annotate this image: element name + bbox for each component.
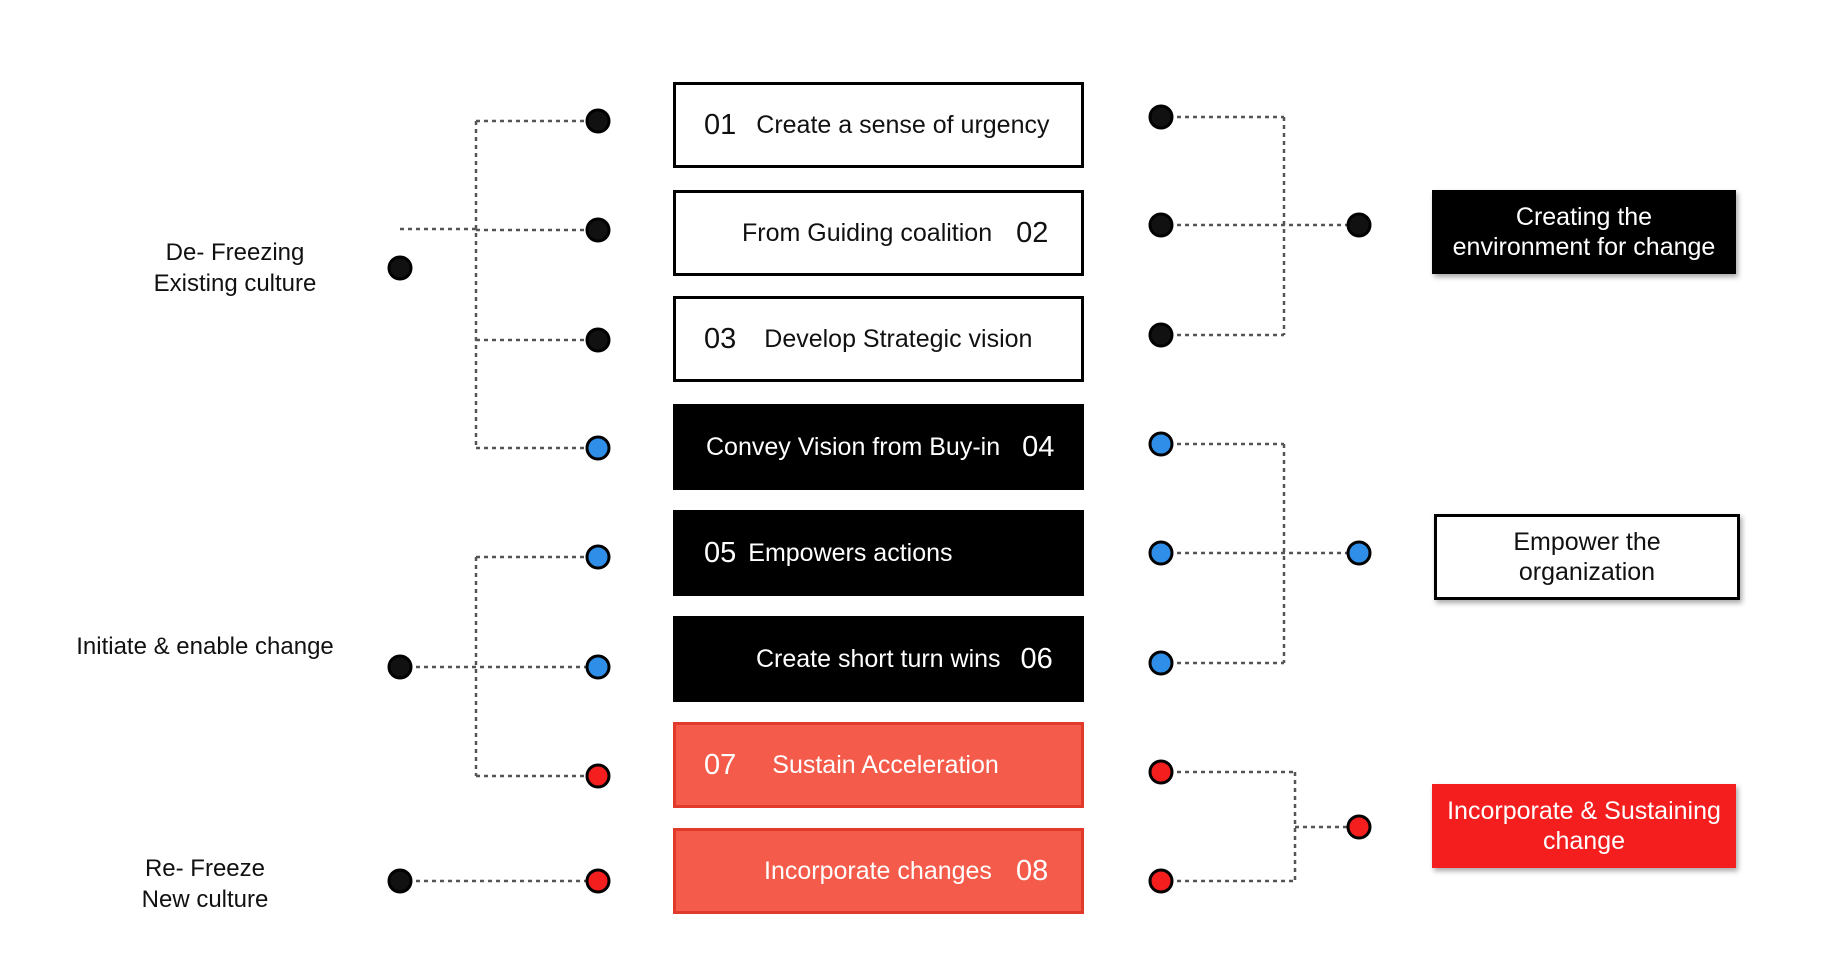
right-node-04 xyxy=(1148,431,1174,457)
group-node-environment xyxy=(1346,212,1372,238)
step-box-04: Convey Vision from Buy-in 04 xyxy=(673,404,1084,490)
step-number-06: 06 xyxy=(1020,642,1053,675)
step-box-02: From Guiding coalition 02 xyxy=(673,190,1084,276)
phase-label-initiate-line1: Initiate & enable change xyxy=(76,633,334,660)
left-node-01 xyxy=(585,108,611,134)
phase-label-defreeze: De- Freezing Existing culture xyxy=(120,237,350,299)
phase-label-refreeze-line2: New culture xyxy=(141,886,269,913)
step-number-07: 07 xyxy=(704,748,737,781)
left-node-05 xyxy=(585,544,611,570)
step-box-03: 03 Develop Strategic vision xyxy=(673,296,1084,382)
left-node-02 xyxy=(585,217,611,243)
right-node-02 xyxy=(1148,212,1174,238)
phase-node-defreeze xyxy=(387,255,413,281)
group-sustain-line1: Incorporate & Sustaining xyxy=(1447,797,1721,825)
right-node-07 xyxy=(1148,759,1174,785)
step-box-06: Create short turn wins 06 xyxy=(673,616,1084,702)
step-box-05: 05 Empowers actions xyxy=(673,510,1084,596)
step-box-01: 01 Create a sense of urgency xyxy=(673,82,1084,168)
step-number-05: 05 xyxy=(704,536,737,569)
step-label-06: Create short turn wins xyxy=(756,644,1001,673)
phase-label-initiate: Initiate & enable change xyxy=(60,631,350,662)
step-label-03: Develop Strategic vision xyxy=(764,324,1033,353)
step-number-02: 02 xyxy=(1016,216,1049,249)
group-box-environment: Creating the environment for change xyxy=(1432,190,1736,274)
group-empower-line2: organization xyxy=(1518,558,1656,586)
group-empower-line1: Empower the xyxy=(1513,528,1661,556)
phase-label-defreeze-line1: De- Freezing xyxy=(165,239,305,266)
step-number-04: 04 xyxy=(1022,430,1055,463)
phase-label-defreeze-line2: Existing culture xyxy=(153,270,317,297)
phase-node-initiate xyxy=(387,654,413,680)
right-node-08 xyxy=(1148,868,1174,894)
step-label-08: Incorporate changes xyxy=(764,856,992,885)
group-node-empower xyxy=(1346,540,1372,566)
step-number-03: 03 xyxy=(704,322,737,355)
phase-label-refreeze-line1: Re- Freeze xyxy=(144,855,266,882)
left-node-03 xyxy=(585,327,611,353)
group-node-sustain xyxy=(1346,814,1372,840)
step-number-08: 08 xyxy=(1015,854,1049,887)
group-box-sustain: Incorporate & Sustaining change xyxy=(1432,784,1736,868)
left-node-07 xyxy=(585,763,611,789)
step-label-07: Sustain Acceleration xyxy=(772,750,999,779)
phase-node-refreeze xyxy=(387,868,413,894)
step-box-08: Incorporate changes 08 xyxy=(673,828,1084,914)
right-node-06 xyxy=(1148,650,1174,676)
right-node-03 xyxy=(1148,322,1174,348)
right-node-05 xyxy=(1148,540,1174,566)
step-label-05: Empowers actions xyxy=(748,538,953,567)
group-environment-line2: environment for change xyxy=(1452,233,1716,261)
group-sustain-line2: change xyxy=(1542,827,1626,855)
left-node-04 xyxy=(585,435,611,461)
step-label-04: Convey Vision from Buy-in xyxy=(706,432,1001,461)
step-label-02: From Guiding coalition xyxy=(742,218,993,247)
left-node-06 xyxy=(585,654,611,680)
group-environment-line1: Creating the xyxy=(1515,203,1653,231)
right-node-01 xyxy=(1148,104,1174,130)
step-label-01: Create a sense of urgency xyxy=(756,110,1050,139)
group-box-empower: Empower the organization xyxy=(1434,514,1740,600)
step-box-07: 07 Sustain Acceleration xyxy=(673,722,1084,808)
phase-label-refreeze: Re- Freeze New culture xyxy=(95,853,315,915)
left-node-08 xyxy=(585,868,611,894)
step-number-01: 01 xyxy=(704,108,737,141)
